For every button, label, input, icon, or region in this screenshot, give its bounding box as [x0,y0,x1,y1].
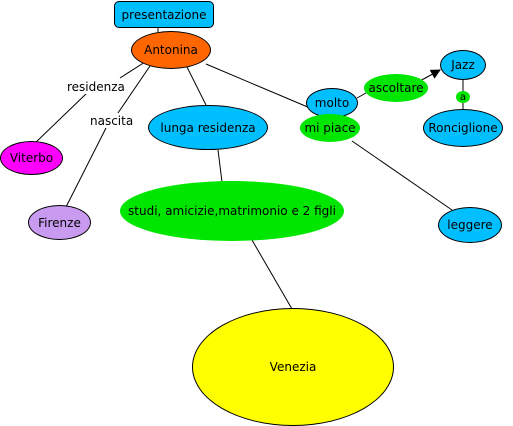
node-venezia[interactable]: Venezia [192,308,394,426]
node-molto-label: molto [314,96,350,110]
node-leggere-label: leggere [447,218,493,232]
node-lunga-residenza[interactable]: lunga residenza [148,105,268,150]
node-leggere[interactable]: leggere [438,207,502,243]
link-label-residenza: residenza [67,80,125,94]
link-antonina-nascita [117,65,151,114]
link-antonina-lunga-residenza [185,64,207,106]
node-ronciglione-label: Ronciglione [428,121,498,135]
link-label-nascita: nascita [90,114,134,128]
link-molto-ascoltare [356,92,367,99]
node-firenze[interactable]: Firenze [28,205,91,240]
link-label-a-text: a [459,91,467,103]
link-nascita-firenze [65,127,107,208]
node-ronciglione[interactable]: Ronciglione [423,109,503,147]
node-jazz-label: Jazz [451,58,475,72]
node-jazz[interactable]: Jazz [440,50,486,80]
node-antonina[interactable]: Antonina [131,31,211,69]
node-firenze-label: Firenze [38,215,81,230]
link-lunga-residenza-studi [217,149,223,183]
link-antonina-molto [205,63,311,109]
link-antonina-residenza [119,61,146,79]
node-antonina-label: Antonina [144,43,198,57]
node-studi-label: studi, amicizie,matrimonio e 2 figli [128,204,336,218]
node-mi-piace-label: mi piace [304,121,356,135]
link-residenza-viterbo [32,91,89,146]
node-presentazione[interactable]: presentazione [114,1,214,28]
node-studi[interactable]: studi, amicizie,matrimonio e 2 figli [120,181,344,241]
node-lunga-residenza-label: lunga residenza [160,120,256,135]
node-ascoltare[interactable]: ascoltare [364,74,428,102]
node-viterbo[interactable]: Viterbo [0,141,63,175]
node-presentazione-label: presentazione [121,7,207,22]
node-ascoltare-label: ascoltare [368,81,424,95]
link-label-a: a [456,91,470,103]
node-molto[interactable]: molto [306,88,358,118]
node-viterbo-label: Viterbo [9,151,54,165]
node-mi-piace[interactable]: mi piace [300,114,360,142]
link-mi-piace-leggere [351,140,453,211]
node-venezia-label: Venezia [269,360,317,374]
link-studi-venezia [251,239,293,310]
